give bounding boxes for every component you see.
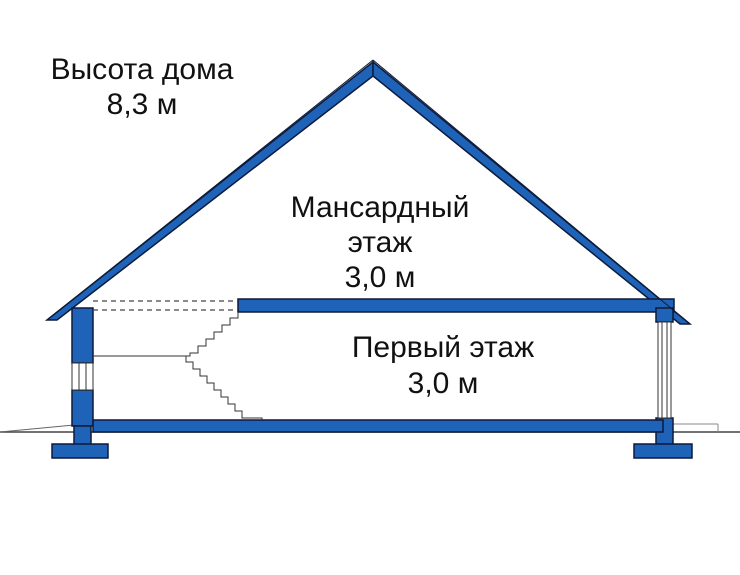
right-wall-top bbox=[655, 307, 674, 323]
first-floor-label: Первый этаж bbox=[352, 331, 534, 364]
left-wall-upper bbox=[71, 307, 94, 364]
ground-slope-left bbox=[0, 424, 75, 433]
left-foundation-stem bbox=[73, 425, 92, 447]
left-window bbox=[71, 362, 94, 391]
right-foundation-footing bbox=[633, 443, 693, 459]
house-height-value: 8,3 м bbox=[107, 88, 178, 121]
attic-floor-height: 3,0 м bbox=[345, 261, 416, 294]
ground-floor-slab bbox=[92, 419, 664, 433]
attic-floor-label-line2: этаж bbox=[348, 226, 413, 259]
staircase-lower-flight bbox=[185, 356, 263, 420]
attic-floor-slab bbox=[237, 298, 675, 313]
stair-opening-dashes bbox=[93, 300, 238, 311]
attic-floor-label-line1: Мансардный bbox=[291, 191, 470, 224]
roof-left-edge bbox=[46, 59, 374, 321]
roof-right-edge bbox=[372, 59, 691, 325]
house-height-title: Высота дома bbox=[51, 53, 234, 86]
first-floor-height: 3,0 м bbox=[408, 367, 479, 400]
staircase-upper-flight bbox=[186, 312, 239, 357]
left-wall-lower bbox=[71, 389, 94, 427]
right-window bbox=[657, 321, 672, 419]
left-foundation-footing bbox=[51, 443, 109, 459]
